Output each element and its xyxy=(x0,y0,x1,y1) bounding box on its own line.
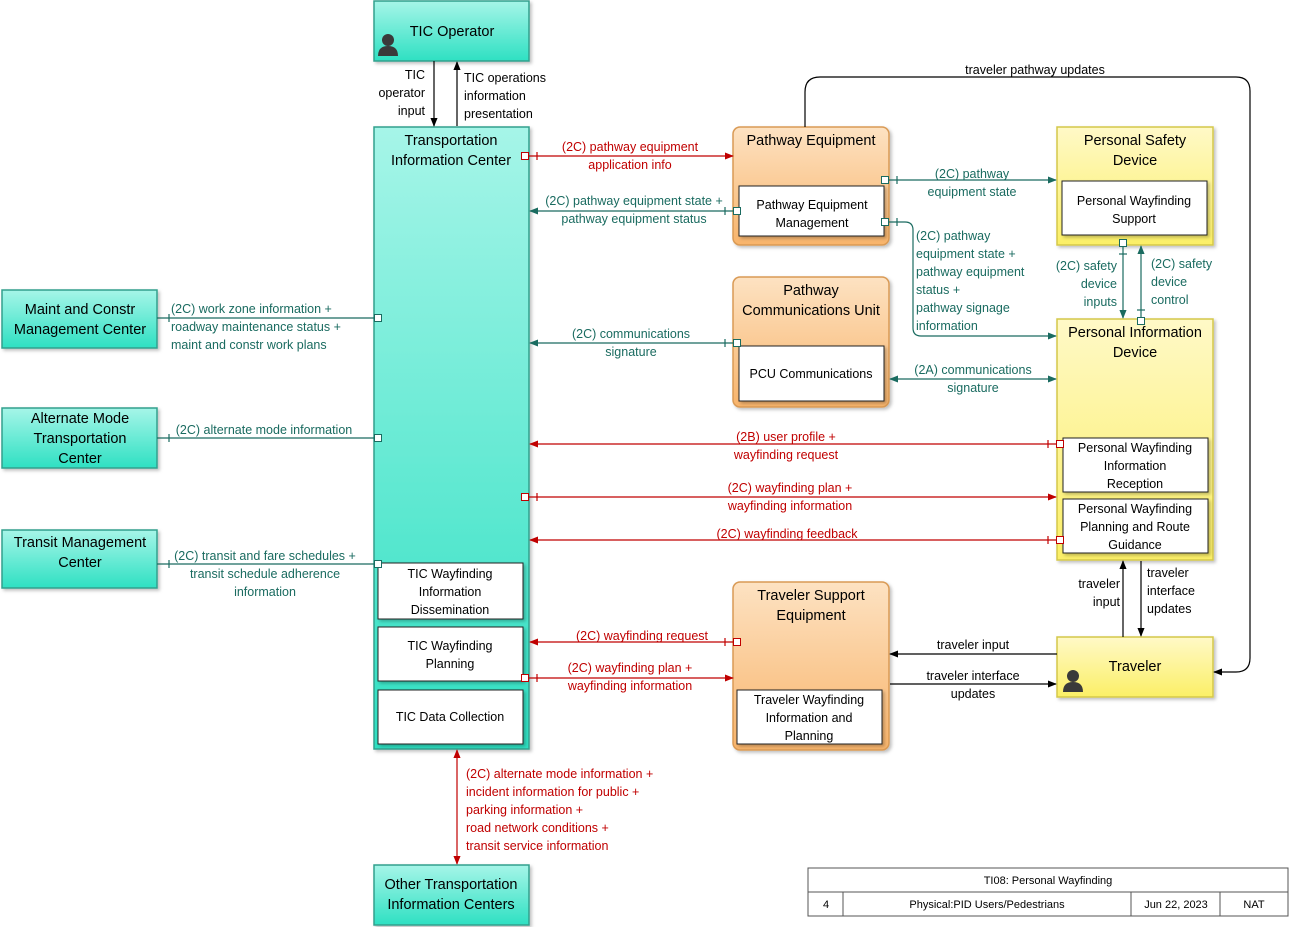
fo-tic-data-collection[interactable] xyxy=(377,689,524,745)
port-maint xyxy=(374,314,382,322)
label-other-tic-flows: (2C) alternate mode information +inciden… xyxy=(466,767,653,853)
box-tic-operator[interactable] xyxy=(373,0,530,62)
label-transit-fare-schedules: (2C) transit and fare schedules +transit… xyxy=(174,549,356,599)
fo-traveler-wayfinding-information-planning[interactable] xyxy=(736,689,883,745)
port-tic-pe-app xyxy=(521,152,529,160)
page-number: 4 xyxy=(823,899,829,911)
box-maint-constr-management-center[interactable] xyxy=(1,289,158,349)
box-traveler[interactable] xyxy=(1056,636,1214,698)
fo-pcu-communications-label: PCU Communications xyxy=(750,367,873,381)
label-wayfinding-request: (2C) wayfinding request xyxy=(576,629,709,643)
label-wayfinding-plan-tse: (2C) wayfinding plan +wayfinding informa… xyxy=(567,661,693,693)
box-tic-operator-label: TIC Operator xyxy=(410,24,495,40)
port-alt-mode xyxy=(374,434,382,442)
diagram-title: TI08: Personal Wayfinding xyxy=(984,875,1113,887)
box-traveler-label: Traveler xyxy=(1109,659,1162,675)
box-transit-management-center[interactable] xyxy=(1,529,158,589)
fo-pathway-equipment-management[interactable] xyxy=(738,185,885,237)
diagram-date: Jun 22, 2023 xyxy=(1144,899,1208,911)
flow-pathway-equipment-state-pid[interactable] xyxy=(889,221,1057,340)
label-wayfinding-feedback: (2C) wayfinding feedback xyxy=(716,527,858,541)
fo-tic-wayfinding-dissemination[interactable] xyxy=(377,562,524,620)
port-pid-control xyxy=(1137,317,1145,325)
port-pcu-tic xyxy=(733,339,741,347)
port-tse-request xyxy=(733,638,741,646)
box-other-transportation-information-centers[interactable] xyxy=(373,864,530,926)
org-name: NAT xyxy=(1243,899,1264,911)
port-transit xyxy=(374,560,382,568)
port-pid-feedback xyxy=(1056,536,1064,544)
tic-operator-person-icon xyxy=(378,34,398,56)
port-tic-plan xyxy=(521,493,529,501)
box-alternate-mode-transportation-center[interactable] xyxy=(1,407,158,469)
traveler-person-icon xyxy=(1063,670,1083,692)
port-pe-psd xyxy=(881,176,889,184)
box-pathway-equipment-label: Pathway Equipment xyxy=(747,133,876,149)
fo-personal-wayfinding-support[interactable] xyxy=(1061,180,1208,236)
fo-pcu-communications[interactable] xyxy=(738,345,885,402)
port-pid-profile xyxy=(1056,440,1064,448)
label-work-zone-information: (2C) work zone information +roadway main… xyxy=(171,302,341,352)
label-traveler-input-tse: traveler input xyxy=(937,638,1010,652)
label-alternate-mode-information: (2C) alternate mode information xyxy=(176,423,353,437)
fo-personal-wayfinding-planning-route-guidance[interactable] xyxy=(1062,498,1209,554)
port-pe-pid xyxy=(881,218,889,226)
label-user-profile-wayfinding-request: (2B) user profile +wayfinding request xyxy=(733,430,839,462)
title-block: TI08: Personal Wayfinding 4 Physical:PID… xyxy=(807,867,1289,917)
label-pathway-equipment-state-status: (2C) pathway equipment state +pathway eq… xyxy=(545,194,723,226)
label-traveler-pathway-updates: traveler pathway updates xyxy=(965,63,1105,77)
fo-tic-data-collection-label: TIC Data Collection xyxy=(396,710,504,724)
flow-traveler-pathway-updates[interactable] xyxy=(804,76,1251,676)
port-tic-tse-plan xyxy=(521,674,529,682)
port-psd-inputs xyxy=(1119,239,1127,247)
label-wayfinding-plan-pid: (2C) wayfinding plan +wayfinding informa… xyxy=(727,481,853,513)
port-pe-state xyxy=(733,207,741,215)
view-name: Physical:PID Users/Pedestrians xyxy=(909,899,1065,911)
fo-tic-wayfinding-planning[interactable] xyxy=(377,626,524,682)
fo-personal-wayfinding-information-reception[interactable] xyxy=(1062,437,1209,493)
